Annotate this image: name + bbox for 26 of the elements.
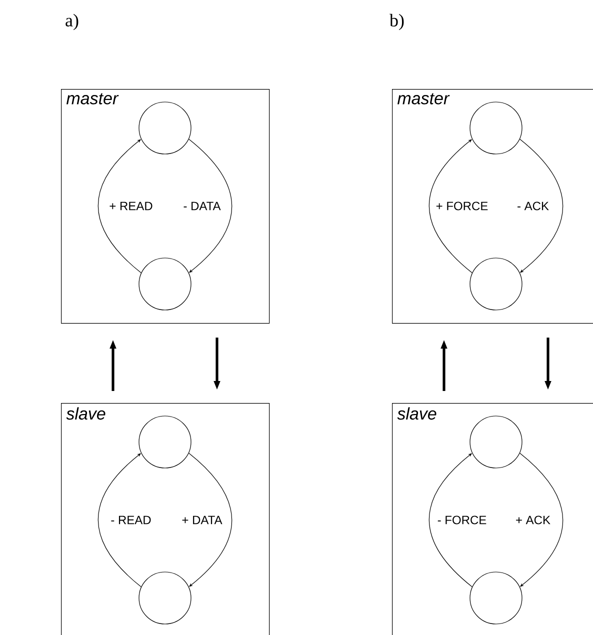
curved-arrow: [98, 139, 142, 274]
edge-label: + ACK: [516, 516, 550, 524]
curved-arrow: [428, 453, 472, 588]
edge-label: + DATA: [182, 516, 222, 524]
edge-label: - FORCE: [438, 516, 486, 524]
circle: [138, 416, 192, 468]
curved-arrow: [188, 138, 232, 273]
edge-label: + FORCE: [436, 202, 488, 210]
circle: [470, 258, 522, 310]
edge-label: - READ: [111, 516, 151, 524]
curved-arrow: [428, 139, 472, 274]
circle: [138, 102, 192, 154]
edge-label: - DATA: [184, 202, 221, 210]
circle: [470, 416, 522, 468]
panel-label: a): [66, 14, 78, 30]
panel-label: b): [390, 14, 404, 30]
curved-arrow: [188, 452, 232, 587]
circle: [138, 572, 192, 624]
edge-label: + READ: [110, 202, 152, 210]
circle: [470, 572, 522, 624]
curved-arrow: [98, 453, 142, 588]
circle: [470, 102, 522, 154]
curved-arrow: [520, 138, 564, 273]
edge-label: - ACK: [518, 202, 549, 210]
circle: [138, 258, 192, 310]
curved-arrow: [520, 452, 564, 587]
